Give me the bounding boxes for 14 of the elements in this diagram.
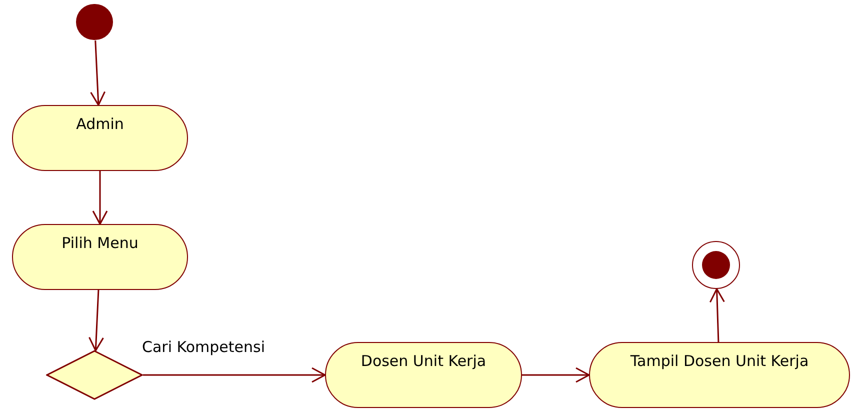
arrow: [143, 367, 326, 383]
activity-label: Tampil Dosen Unit Kerja: [630, 352, 809, 370]
arrow: [88, 290, 104, 352]
arrow: [522, 367, 590, 383]
activity-label: Dosen Unit Kerja: [360, 352, 486, 370]
arrow: [92, 171, 108, 225]
arrow: [90, 40, 106, 106]
arrow: [709, 288, 725, 342]
edge-label: Cari Kompetensi: [142, 338, 265, 356]
decision-diamond: [46, 350, 143, 400]
end-node: [692, 241, 740, 289]
start-node: [76, 4, 113, 40]
activity-label: Admin: [76, 115, 124, 133]
activity-label: Pilih Menu: [62, 234, 138, 252]
